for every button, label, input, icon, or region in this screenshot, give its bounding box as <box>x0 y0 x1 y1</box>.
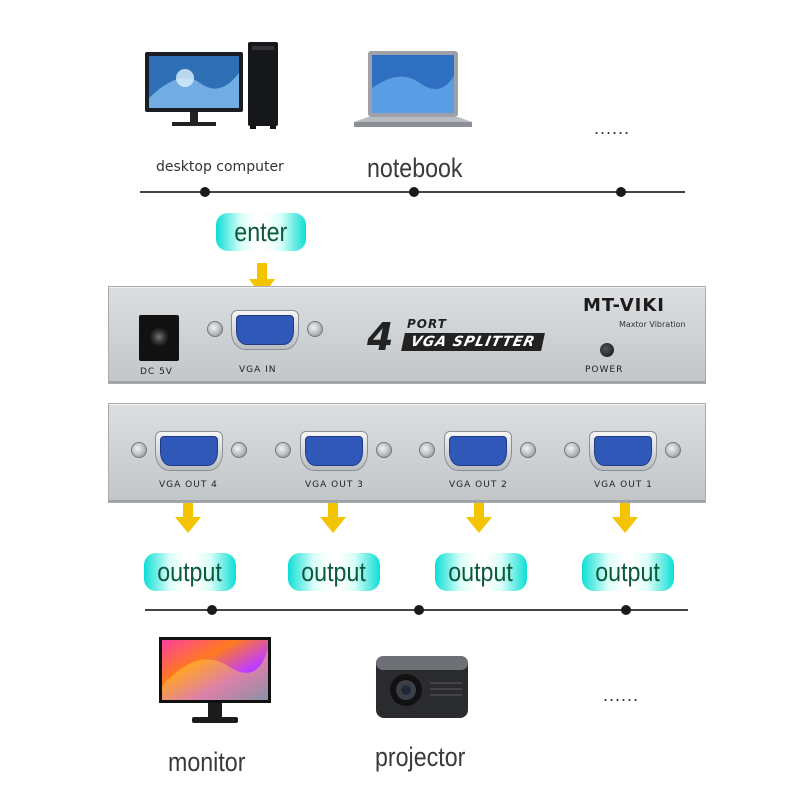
more-devices-ellipsis: ...... <box>594 118 631 138</box>
screw <box>275 442 291 458</box>
notebook-image <box>350 48 475 134</box>
bus-dot <box>207 605 217 615</box>
bus-dot <box>200 187 210 197</box>
screw <box>307 321 323 337</box>
vga-in-port <box>231 310 299 350</box>
port-count: 4 <box>367 315 394 359</box>
screw <box>665 442 681 458</box>
output-badge-label: output <box>157 556 223 587</box>
screw <box>131 442 147 458</box>
enter-badge-label: enter <box>234 216 288 247</box>
splitter-front-panel: DC 5V VGA IN 4 PORT VGA SPLITTER MT-VIKI… <box>108 286 706 384</box>
screw <box>520 442 536 458</box>
down-arrow-icon <box>175 503 201 533</box>
output-badge: output <box>435 553 527 591</box>
output-badge-label: output <box>595 556 661 587</box>
screw <box>419 442 435 458</box>
vga-out-1-port <box>589 431 657 471</box>
bus-dot <box>414 605 424 615</box>
dc-label: DC 5V <box>140 367 173 377</box>
down-arrow-icon <box>249 263 275 297</box>
more-devices-ellipsis: ...... <box>603 685 640 705</box>
down-arrow-icon <box>466 503 492 533</box>
brand-subtitle: Maxtor Vibration <box>619 320 686 329</box>
output-badge-label: output <box>301 556 367 587</box>
desktop-computer-label: desktop computer <box>156 159 284 175</box>
vga-out-1-label: VGA OUT 1 <box>594 480 653 490</box>
vga-out-4-label: VGA OUT 4 <box>159 480 218 490</box>
screw <box>376 442 392 458</box>
vga-out-3-label: VGA OUT 3 <box>305 480 364 490</box>
output-badge: output <box>582 553 674 591</box>
splitter-back-panel: VGA OUT 4 VGA OUT 3 VGA OUT 2 VGA OUT 1 <box>108 403 706 503</box>
vga-out-4-port <box>155 431 223 471</box>
down-arrow-icon <box>320 503 346 533</box>
port-word: PORT <box>407 317 447 331</box>
power-led <box>600 343 614 357</box>
projector-label: projector <box>375 742 466 772</box>
output-badge-label: output <box>448 556 514 587</box>
vga-out-3-port <box>300 431 368 471</box>
output-badge: output <box>144 553 236 591</box>
down-arrow-icon <box>612 503 638 533</box>
vga-in-label: VGA IN <box>239 365 277 375</box>
notebook-label: notebook <box>367 153 463 183</box>
model-label: VGA SPLITTER <box>401 333 546 351</box>
screw <box>231 442 247 458</box>
power-label: POWER <box>585 365 624 375</box>
screw <box>564 442 580 458</box>
projector-image <box>372 650 472 722</box>
output-badge: output <box>288 553 380 591</box>
monitor-image <box>158 636 272 728</box>
splitter-model-logo: 4 PORT VGA SPLITTER <box>367 315 577 359</box>
brand-logo: MT-VIKI <box>583 295 665 316</box>
monitor-label: monitor <box>168 747 246 777</box>
bus-dot <box>409 187 419 197</box>
screw <box>207 321 223 337</box>
enter-badge: enter <box>216 213 306 251</box>
vga-out-2-label: VGA OUT 2 <box>449 480 508 490</box>
bus-dot <box>616 187 626 197</box>
bus-dot <box>621 605 631 615</box>
vga-out-2-port <box>444 431 512 471</box>
desktop-computer-image <box>140 38 282 134</box>
dc-jack <box>139 315 179 361</box>
